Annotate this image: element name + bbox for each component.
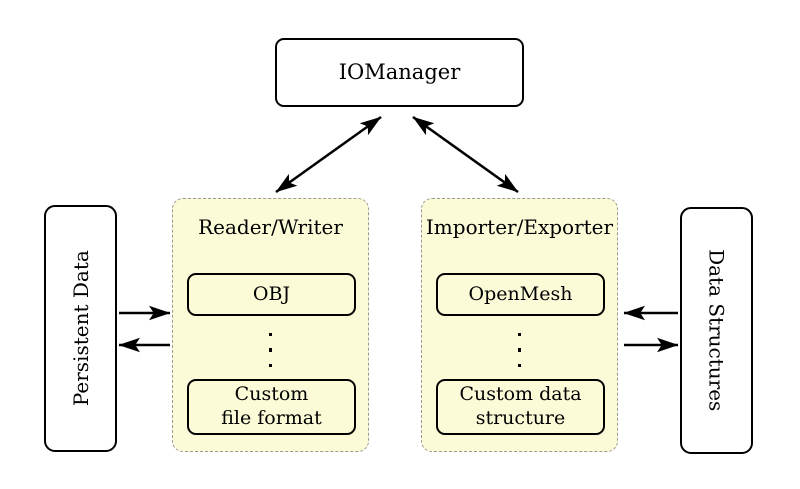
- item-obj-label: OBJ: [252, 282, 291, 305]
- reader-writer-ellipsis-icon: [173, 331, 368, 369]
- item-obj[interactable]: OBJ: [187, 273, 356, 316]
- arrow-manager-importerexporter: [412, 115, 519, 194]
- item-openmesh[interactable]: OpenMesh: [436, 273, 605, 316]
- persistent-data-label: Persistent Data: [68, 250, 93, 407]
- node-io-manager[interactable]: IOManager: [275, 38, 524, 107]
- arrow-manager-readerwriter: [275, 115, 382, 194]
- item-openmesh-label: OpenMesh: [468, 282, 573, 305]
- io-manager-label: IOManager: [338, 59, 461, 84]
- importer-exporter-ellipsis-icon: [422, 331, 617, 369]
- panel-reader-writer-title: Reader/Writer: [198, 215, 343, 239]
- node-persistent-data[interactable]: Persistent Data: [44, 205, 117, 452]
- data-structures-label: Data Structures: [704, 249, 729, 412]
- node-data-structures[interactable]: Data Structures: [680, 207, 753, 454]
- panel-importer-exporter-title: Importer/Exporter: [425, 215, 614, 239]
